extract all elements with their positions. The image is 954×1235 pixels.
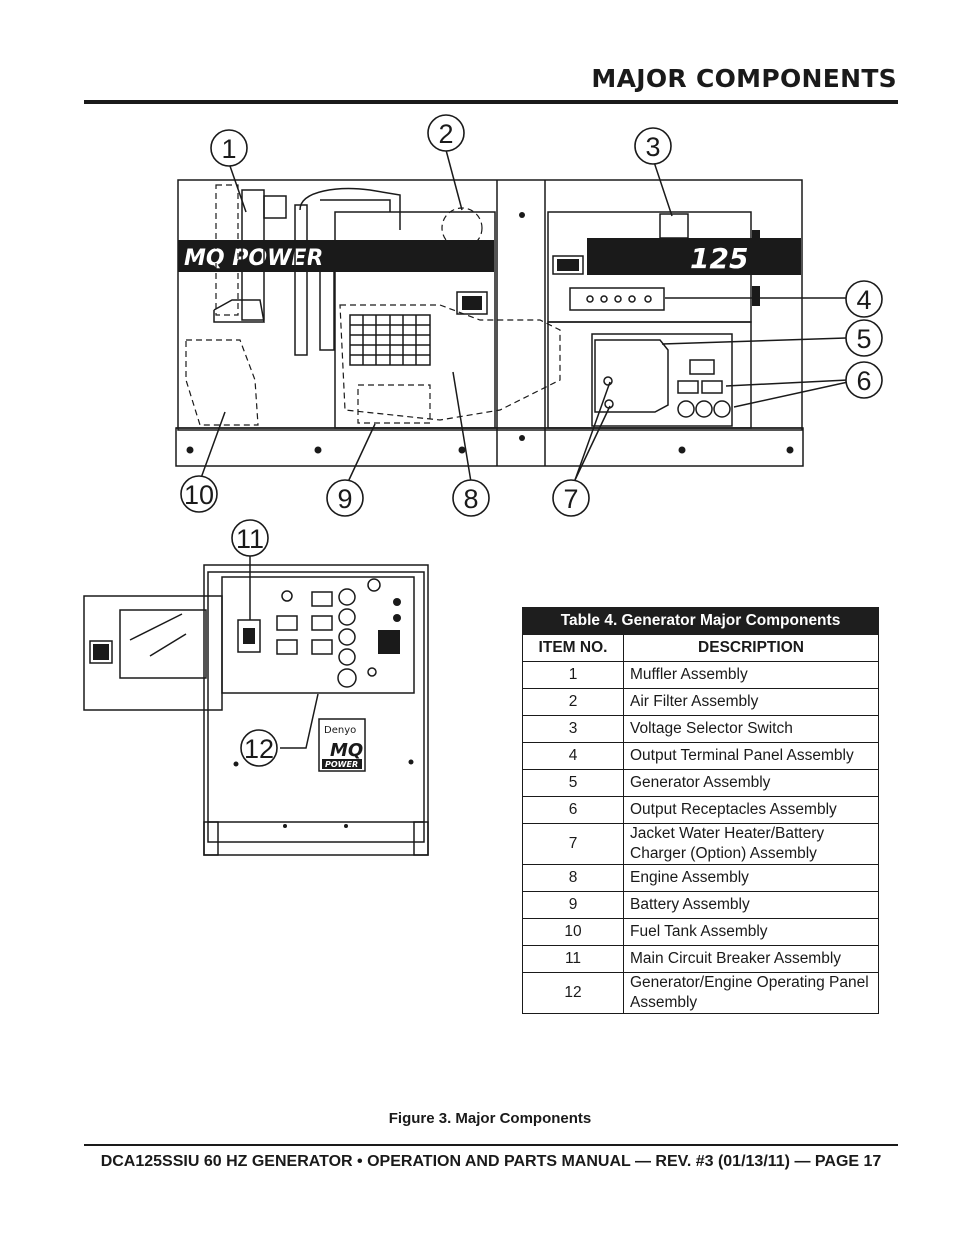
callout-2: 2 xyxy=(427,114,465,152)
item-description: Main Circuit Breaker Assembly xyxy=(623,945,879,973)
callout-4: 4 xyxy=(845,280,883,318)
generator-side-view: MQ POWER 125 xyxy=(175,179,804,467)
major-components-diagram: MQ POWER 125 xyxy=(83,114,883,856)
engine-door xyxy=(334,211,496,429)
callout-7: 7 xyxy=(552,479,590,517)
item-no: 5 xyxy=(522,769,624,797)
svg-text:9: 9 xyxy=(337,484,352,514)
item-no: 4 xyxy=(522,742,624,770)
item-no: 3 xyxy=(522,715,624,743)
item-no: 11 xyxy=(522,945,624,973)
table-caption: Table 4. Generator Major Components xyxy=(522,607,879,635)
item-description: Battery Assembly xyxy=(623,891,879,919)
svg-text:12: 12 xyxy=(244,734,274,764)
svg-text:1: 1 xyxy=(221,134,236,164)
callout-11: 11 xyxy=(231,519,269,557)
engine-grille xyxy=(349,314,431,366)
callout-12: 12 xyxy=(240,729,278,767)
top-rule xyxy=(84,100,898,104)
svg-text:6: 6 xyxy=(856,366,871,396)
brand-label: MQ POWER xyxy=(184,246,323,271)
model-label: 125 xyxy=(690,242,748,275)
model-stripe xyxy=(587,238,801,275)
item-no: 6 xyxy=(522,796,624,824)
item-description: Air Filter Assembly xyxy=(623,688,879,716)
svg-text:8: 8 xyxy=(463,484,478,514)
item-description: Generator/Engine Operating Panel Assembl… xyxy=(623,972,879,1014)
figure-caption: Figure 3. Major Components xyxy=(388,1110,592,1127)
column-header-item-no: ITEM NO. xyxy=(522,634,624,662)
svg-text:3: 3 xyxy=(645,132,660,162)
leader-lines xyxy=(200,149,849,749)
panel-brand-mid: MQ xyxy=(330,740,363,761)
operating-panel-view: Denyo MQ POWER xyxy=(83,564,429,856)
panel-brand-plate xyxy=(318,718,366,772)
callout-1: 1 xyxy=(210,129,248,167)
brand-stripe xyxy=(178,240,494,272)
item-description: Output Receptacles Assembly xyxy=(623,796,879,824)
svg-text:10: 10 xyxy=(184,480,214,510)
callout-6: 6 xyxy=(845,361,883,399)
callout-5: 5 xyxy=(845,319,883,357)
page-footer: DCA125SSIU 60 HZ GENERATOR • OPERATION A… xyxy=(100,1153,882,1170)
item-no: 12 xyxy=(522,972,624,1014)
callout-10: 10 xyxy=(180,475,218,513)
item-no: 10 xyxy=(522,918,624,946)
panel-door xyxy=(83,595,223,711)
item-description: Fuel Tank Assembly xyxy=(623,918,879,946)
callout-3: 3 xyxy=(634,127,672,165)
item-no: 9 xyxy=(522,891,624,919)
svg-text:7: 7 xyxy=(563,484,578,514)
panel-brand-top: Denyo xyxy=(324,725,356,736)
item-description: Engine Assembly xyxy=(623,864,879,892)
lower-right-door xyxy=(547,321,752,429)
item-no: 8 xyxy=(522,864,624,892)
svg-text:4: 4 xyxy=(856,285,871,315)
column-header-description: DESCRIPTION xyxy=(623,634,879,662)
item-no: 7 xyxy=(522,823,624,865)
base-skid xyxy=(175,427,804,467)
callouts: 1 2 3 4 5 6 7 8 9 10 11 12 xyxy=(180,114,883,767)
item-description: Generator Assembly xyxy=(623,769,879,797)
item-no: 2 xyxy=(522,688,624,716)
components-table: Table 4. Generator Major Components ITEM… xyxy=(522,607,879,1014)
item-description: Voltage Selector Switch xyxy=(623,715,879,743)
item-description: Output Terminal Panel Assembly xyxy=(623,742,879,770)
svg-text:2: 2 xyxy=(438,119,453,149)
item-description: Jacket Water Heater/Battery Charger (Opt… xyxy=(623,823,879,865)
panel-brand-bottom: POWER xyxy=(325,760,358,769)
item-no: 1 xyxy=(522,661,624,689)
bottom-rule xyxy=(84,1144,898,1146)
svg-text:5: 5 xyxy=(856,324,871,354)
callout-8: 8 xyxy=(452,479,490,517)
item-description: Muffler Assembly xyxy=(623,661,879,689)
generator-housing xyxy=(177,179,803,431)
svg-text:11: 11 xyxy=(236,524,264,554)
section-title: MAJOR COMPONENTS xyxy=(591,64,897,93)
callout-9: 9 xyxy=(326,479,364,517)
